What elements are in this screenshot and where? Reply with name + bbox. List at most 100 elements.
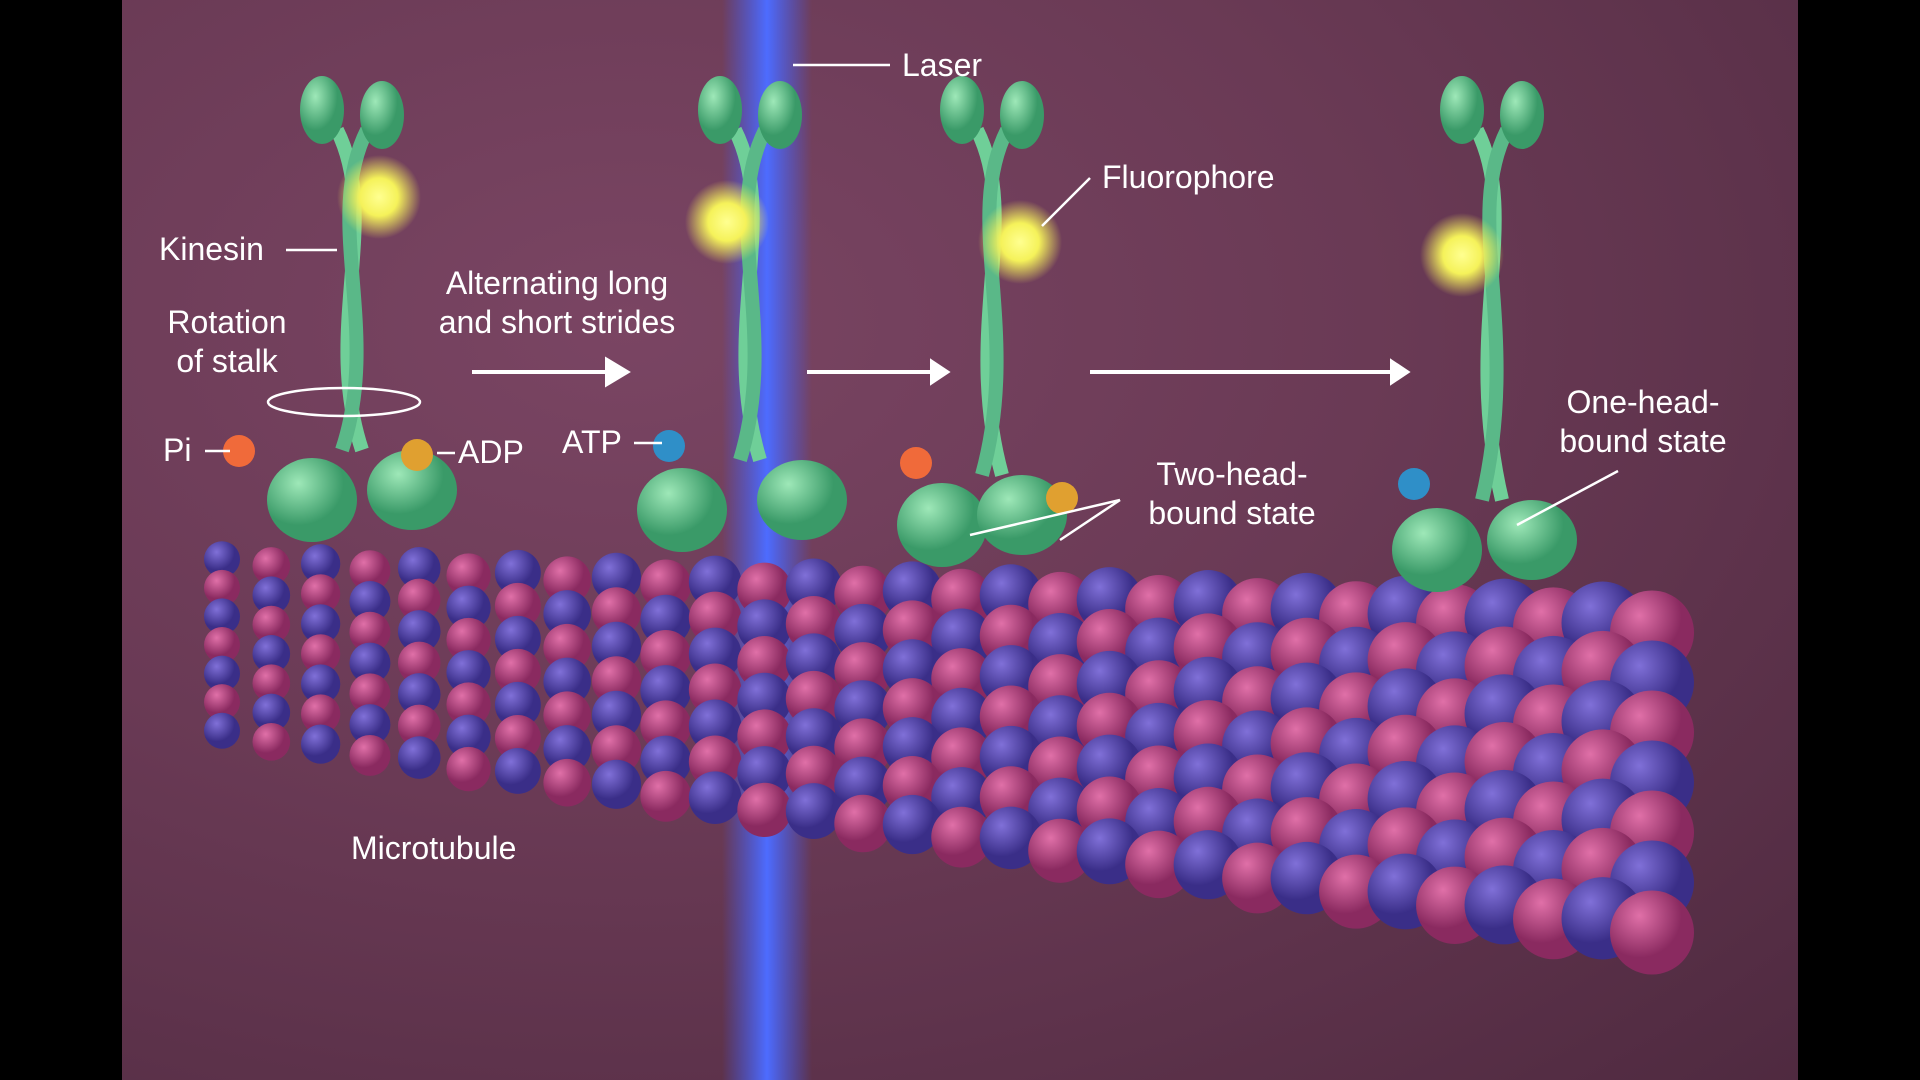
tubulin-subunit	[300, 694, 341, 734]
kinesin-diagram: Laser Fluorophore Kinesin Alternating lo…	[122, 0, 1798, 1080]
tubulin-subunit	[785, 783, 842, 840]
tubulin-subunit	[446, 682, 491, 727]
kinesin-tail	[698, 76, 742, 144]
fluorophore	[337, 155, 421, 239]
tubulin-subunit	[300, 664, 341, 704]
kinesin-label: Kinesin	[159, 231, 264, 267]
tubulin-subunit	[640, 735, 692, 787]
kinesin-tail	[758, 81, 802, 149]
one-head-bound-label: One-head- bound state	[1533, 383, 1753, 461]
kinesin-head	[267, 458, 357, 542]
tubulin-subunit	[204, 627, 240, 663]
tubulin-subunit	[446, 553, 491, 598]
tubulin-subunit	[688, 699, 742, 753]
tubulin-subunit	[494, 582, 541, 629]
tubulin-subunit	[446, 746, 491, 792]
tubulin-subunit	[494, 648, 541, 695]
fluorophore	[1420, 213, 1504, 297]
tubulin-subunit	[349, 704, 391, 746]
tubulin-subunit	[494, 681, 541, 728]
tubulin-subunit	[252, 605, 291, 644]
tubulin-subunit	[543, 691, 591, 739]
tubulin-subunit	[640, 594, 692, 646]
strides-label: Alternating long and short strides	[412, 264, 702, 342]
fluorophore-label: Fluorophore	[1102, 159, 1275, 195]
tubulin-subunit	[397, 704, 441, 748]
tubulin-subunit	[204, 598, 240, 635]
one-head-line-2: bound state	[1559, 423, 1727, 459]
kinesin-stalk	[975, 126, 1014, 477]
tubulin-subunit	[204, 655, 240, 692]
tubulin-subunit	[397, 578, 441, 622]
tubulin-subunit	[349, 581, 391, 622]
tubulin-subunit	[494, 714, 541, 761]
kinesin-head	[367, 450, 457, 530]
tubulin-subunit	[834, 794, 892, 853]
tubulin-subunit	[737, 782, 792, 838]
tubulin-subunit	[640, 665, 692, 717]
kinesin-tail	[360, 81, 404, 149]
tubulin-subunit	[349, 611, 391, 653]
tubulin-subunit	[300, 724, 341, 764]
tubulin-subunit	[494, 747, 541, 794]
laser-label: Laser	[902, 47, 983, 83]
tubulin-subunit	[300, 544, 341, 584]
kinesin-head	[977, 475, 1067, 555]
tubulin-subunit	[688, 591, 742, 645]
tubulin-subunit	[204, 541, 240, 578]
two-head-bound-label: Two-head- bound state	[1122, 455, 1342, 533]
rotation-line-2: of stalk	[176, 343, 278, 379]
kinesin-head	[897, 483, 987, 567]
tubulin-subunit	[591, 621, 642, 672]
atp-label: ATP	[562, 424, 622, 460]
kinesin-head	[1392, 508, 1482, 592]
tubulin-subunit	[979, 806, 1043, 870]
tubulin-subunit	[252, 576, 291, 615]
tubulin-subunit	[640, 700, 692, 752]
tubulin-subunit	[688, 555, 742, 609]
tubulin-subunit	[204, 569, 240, 606]
tubulin-subunit	[446, 714, 491, 759]
pi-molecule	[900, 447, 932, 479]
tubulin-subunit	[397, 736, 441, 779]
tubulin-subunit	[446, 617, 491, 663]
tubulin-subunit	[397, 673, 441, 716]
tubulin-subunit	[494, 549, 541, 596]
strides-line-1: Alternating long	[445, 265, 669, 301]
fluorophore	[978, 200, 1062, 284]
tubulin-subunit	[688, 627, 742, 681]
tubulin-subunit	[349, 673, 391, 715]
microtubule-label: Microtubule	[351, 830, 517, 866]
tubulin-subunit	[543, 657, 591, 706]
tubulin-subunit	[397, 641, 441, 685]
tubulin-subunit	[640, 559, 692, 611]
tubulin-subunit	[591, 725, 642, 775]
kinesin-stalk	[733, 126, 772, 463]
one-head-line-1: One-head-	[1566, 384, 1720, 420]
kinesin-head	[637, 468, 727, 552]
tubulin-subunit	[688, 771, 742, 824]
adp-label: ADP	[458, 434, 524, 470]
tubulin-subunit	[446, 585, 491, 630]
fluorophore	[685, 180, 769, 264]
tubulin-subunit	[300, 574, 341, 614]
tubulin-subunit	[591, 552, 642, 603]
tubulin-subunit	[543, 725, 591, 773]
tubulin-subunit	[252, 547, 291, 585]
kinesin-head	[1487, 500, 1577, 580]
tubulin-subunit	[543, 758, 591, 807]
tubulin-subunit	[591, 759, 642, 809]
tubulin-subunit	[300, 634, 341, 674]
tubulin-subunit	[591, 690, 642, 740]
tubulin-subunit	[882, 794, 942, 855]
strides-line-2: and short strides	[438, 304, 676, 340]
tubulin-subunit	[252, 693, 291, 732]
tubulin-subunit	[688, 735, 742, 789]
tubulin-subunit	[543, 590, 591, 638]
kinesin-tail	[300, 76, 344, 144]
tubulin-subunit	[349, 550, 391, 592]
tubulin-subunit	[543, 556, 591, 605]
laser-beam	[722, 0, 812, 1080]
tubulin-subunit	[1028, 818, 1093, 883]
tubulin-subunit	[349, 642, 391, 684]
